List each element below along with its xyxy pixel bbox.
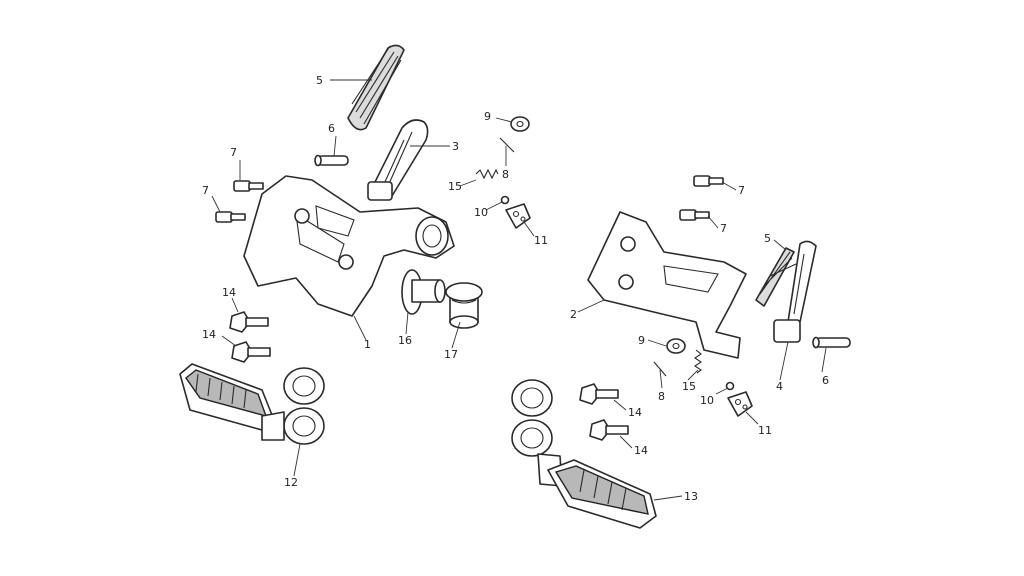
part-14-right-bolt-upper: [579, 383, 619, 405]
part-14-left-bolt-upper: [229, 311, 269, 333]
callout-5-left: 5: [316, 74, 323, 87]
callout-6-right: 6: [822, 374, 829, 387]
callout-labels: 5 6 3 7 7 9 8 15 10 11 1 16 17 14 14 12 …: [202, 74, 829, 503]
part-14-right-bolt-lower: [589, 419, 629, 441]
callout-14-left-lower: 14: [202, 328, 216, 341]
callout-9-right: 9: [638, 334, 645, 347]
part-1-main-bracket: [243, 175, 455, 317]
part-16-washer: [401, 269, 446, 315]
callout-17: 17: [444, 348, 458, 361]
callout-15-right: 15: [682, 380, 696, 393]
part-11-left-detent-plate: [505, 203, 531, 229]
callout-7-right-upper: 7: [738, 184, 745, 197]
part-11-right-detent-plate: [727, 391, 753, 417]
part-13-right-footpeg: [511, 379, 657, 529]
callout-11-right: 11: [758, 424, 772, 437]
part-15-left-spring: [475, 168, 499, 180]
callout-12: 12: [284, 476, 298, 489]
part-8-left-cotter-pin: [499, 137, 515, 153]
callout-14-right-upper: 14: [628, 406, 642, 419]
callout-9-left: 9: [484, 110, 491, 123]
callout-14-right-lower: 14: [634, 444, 648, 457]
part-10-right-ball: [725, 381, 735, 391]
part-7-left-bolt-upper: [233, 180, 264, 192]
part-3-footrest-arm: [367, 119, 429, 201]
callout-10-right: 10: [700, 394, 714, 407]
part-5-left-grip-rubber: [347, 44, 405, 131]
callout-15-left: 15: [448, 180, 462, 193]
part-10-left-ball: [500, 195, 510, 205]
callout-14-left-upper: 14: [222, 286, 236, 299]
part-9-left-washer: [510, 116, 530, 132]
part-8-right-cotter-pin: [653, 361, 667, 377]
callout-7-left-lower: 7: [202, 184, 209, 197]
part-7-right-bolt-upper: [693, 175, 724, 187]
part-7-right-bolt-lower: [679, 209, 710, 221]
callout-8-right: 8: [658, 390, 665, 403]
callout-16: 16: [398, 334, 412, 347]
callout-3: 3: [452, 140, 459, 153]
callout-7-right-lower: 7: [720, 222, 727, 235]
callout-7-left-upper: 7: [230, 146, 237, 159]
part-15-right-spring: [694, 349, 702, 374]
callout-11-left: 11: [534, 234, 548, 247]
part-12-left-footpeg: [179, 363, 325, 445]
part-5-right-grip-rubber: [755, 247, 797, 307]
callout-1: 1: [364, 338, 371, 351]
part-7-left-bolt-lower: [215, 211, 246, 223]
callout-10-left: 10: [474, 206, 488, 219]
callout-13: 13: [684, 490, 698, 503]
callout-5-right: 5: [764, 232, 771, 245]
part-2-right-bracket: [587, 211, 747, 359]
callout-6-left: 6: [328, 122, 335, 135]
callout-2: 2: [570, 308, 577, 321]
part-9-right-washer: [666, 338, 686, 354]
part-6-right-pin: [812, 336, 851, 349]
part-6-left-pin: [314, 154, 349, 167]
callout-8-left: 8: [502, 168, 509, 181]
leader-lines: [211, 79, 827, 501]
part-14-left-bolt-lower: [231, 341, 271, 363]
callout-4: 4: [776, 380, 783, 393]
part-4-right-footrest-arm: [773, 240, 817, 343]
part-17-bushing: [445, 282, 483, 329]
